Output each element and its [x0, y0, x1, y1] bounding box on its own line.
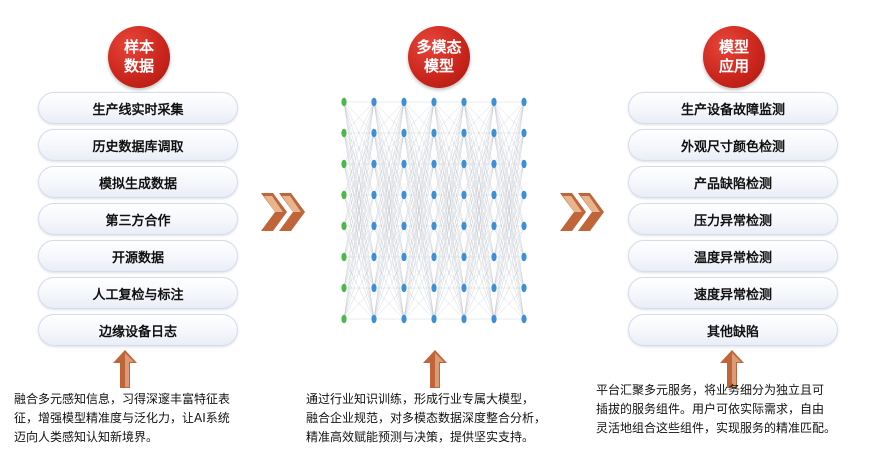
network-node: [371, 97, 377, 107]
network-node: [341, 221, 347, 231]
network-node: [401, 252, 407, 262]
sample-item-6: 人工复检与标注: [38, 277, 238, 309]
network-node: [491, 190, 497, 200]
network-node: [371, 159, 377, 169]
sample-item-3: 模拟生成数据: [38, 166, 238, 198]
network-node: [461, 128, 467, 138]
network-node: [341, 283, 347, 293]
network-node: [461, 190, 467, 200]
application-item-4: 压力异常检测: [628, 203, 838, 235]
network-connections: [343, 101, 525, 320]
network-node: [521, 221, 527, 231]
network-node: [521, 190, 527, 200]
application-description: 平台汇聚多元服务，将业务细分为独立且可 插拔的服务组件。用户可依实际需求，自由 …: [596, 383, 837, 435]
network-node: [461, 221, 467, 231]
network-node: [341, 190, 347, 200]
network-node: [491, 221, 497, 231]
sample-item-7: 边缘设备日志: [38, 314, 238, 346]
network-node: [401, 159, 407, 169]
network-node: [371, 190, 377, 200]
network-node: [521, 283, 527, 293]
network-node: [371, 314, 377, 324]
network-node: [401, 314, 407, 324]
network-node: [521, 252, 527, 262]
network-node: [431, 252, 437, 262]
network-node: [521, 97, 527, 107]
up-arrow-icon: [423, 350, 447, 388]
network-node: [401, 128, 407, 138]
neural-network-diagram: [341, 97, 527, 324]
network-node: [341, 314, 347, 324]
network-node: [341, 252, 347, 262]
network-node: [461, 283, 467, 293]
network-node: [341, 159, 347, 169]
up-arrow-icon: [113, 350, 137, 388]
network-node: [491, 252, 497, 262]
application-item-7: 其他缺陷: [628, 314, 838, 346]
sample-item-2: 历史数据库调取: [38, 129, 238, 161]
header-multimodal-model: 多模态模型: [408, 26, 470, 88]
network-node: [491, 97, 497, 107]
application-item-2: 外观尺寸颜色检测: [628, 129, 838, 161]
network-node: [521, 128, 527, 138]
network-node: [461, 314, 467, 324]
network-node: [431, 283, 437, 293]
network-node: [371, 128, 377, 138]
sample-item-1: 生产线实时采集: [38, 92, 238, 124]
network-node: [341, 128, 347, 138]
network-node: [371, 221, 377, 231]
network-node: [401, 97, 407, 107]
network-node: [491, 314, 497, 324]
application-item-1: 生产设备故障监测: [628, 92, 838, 124]
network-node: [401, 190, 407, 200]
network-node: [431, 221, 437, 231]
sample-item-4: 第三方合作: [38, 203, 238, 235]
sample-item-5: 开源数据: [38, 240, 238, 272]
network-node: [431, 128, 437, 138]
network-node: [461, 97, 467, 107]
network-node: [431, 97, 437, 107]
header-sample-data: 样本数据: [108, 26, 170, 88]
network-node: [491, 128, 497, 138]
network-node: [431, 190, 437, 200]
application-item-6: 速度异常检测: [628, 277, 838, 309]
network-node: [371, 283, 377, 293]
application-item-5: 温度异常检测: [628, 240, 838, 272]
network-node: [491, 283, 497, 293]
network-node: [431, 314, 437, 324]
network-node: [521, 159, 527, 169]
network-node: [401, 221, 407, 231]
network-node: [431, 159, 437, 169]
network-node: [461, 159, 467, 169]
double-chevron-right-icon: [261, 193, 305, 231]
header-model-application: 模型应用: [703, 26, 765, 88]
model-description: 通过行业知识训练，形成行业专属大模型， 融合企业规范，对多模态数据深度整合分析，…: [306, 392, 547, 444]
up-arrow-icon: [720, 350, 744, 388]
network-node: [401, 283, 407, 293]
application-item-3: 产品缺陷检测: [628, 166, 838, 198]
network-node: [341, 97, 347, 107]
network-node: [371, 252, 377, 262]
network-node: [521, 314, 527, 324]
network-node: [491, 159, 497, 169]
sample-description: 融合多元感知信息，习得深邃丰富特征表 征，增强模型精准度与泛化力，让AI系统 迈…: [14, 392, 231, 444]
network-node: [461, 252, 467, 262]
double-chevron-right-icon: [560, 193, 604, 231]
